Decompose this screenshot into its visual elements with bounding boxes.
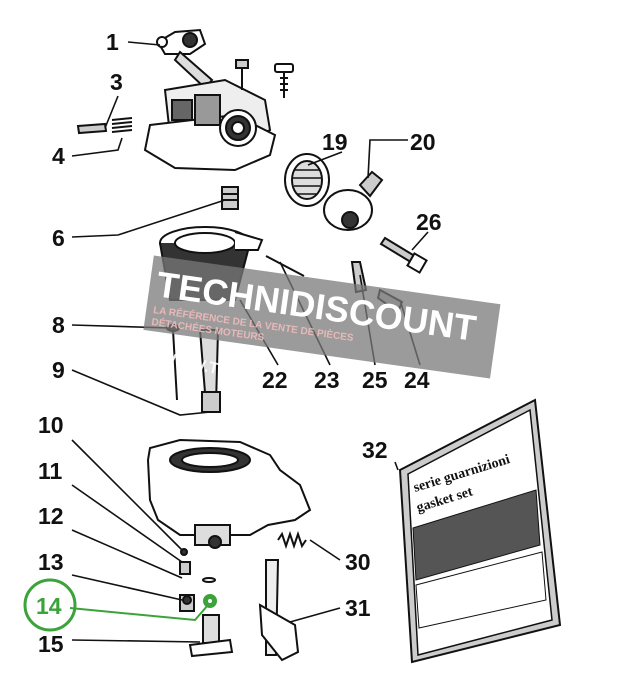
callout-23: 23 (314, 367, 340, 393)
callout-4: 4 (52, 143, 65, 169)
callout-6: 6 (52, 225, 65, 251)
part-3-idle-screw (76, 117, 133, 135)
callout-1: 1 (106, 29, 119, 55)
callout-3: 3 (110, 69, 123, 95)
part-carburetor-top-body (143, 59, 277, 172)
callout-24: 24 (404, 367, 430, 393)
callout-15: 15 (38, 631, 64, 657)
callout-31: 31 (345, 595, 371, 621)
part-13-drain-screw (179, 594, 195, 612)
gasket-set-card: serie guarnizioni gasket set (398, 398, 562, 664)
callout-8: 8 (52, 312, 65, 338)
callout-numbers: 1 3 4 6 8 9 10 11 12 13 14 15 19 20 22 2… (36, 29, 442, 657)
highlight-circle-14 (23, 578, 77, 632)
part-20-banjo-fitting (323, 170, 384, 231)
callout-9: 9 (52, 357, 65, 383)
callout-22: 22 (262, 367, 288, 393)
part-11-small-jet (180, 548, 188, 556)
part-carburetor-bowl-body (146, 438, 312, 549)
callout-19: 19 (322, 129, 348, 155)
callout-13: 13 (38, 549, 64, 575)
part-screw-top (274, 63, 294, 98)
callout-11: 11 (38, 458, 63, 484)
part-15-shaft (188, 614, 234, 658)
part-6-jet (221, 186, 239, 210)
callout-12: 12 (38, 503, 64, 529)
callout-20: 20 (410, 129, 436, 155)
part-30-spring (277, 530, 307, 550)
callout-14: 14 (36, 593, 62, 619)
part-31-throttle-lever (258, 559, 300, 662)
callout-26: 26 (416, 209, 442, 235)
callout-10: 10 (38, 412, 64, 438)
callout-32: 32 (362, 437, 388, 463)
part-14-gasket-seal (203, 594, 217, 608)
callout-25: 25 (362, 367, 388, 393)
part-1-throttle-lever (156, 28, 214, 90)
leader-line-14 (69, 604, 209, 622)
part-washer (202, 577, 216, 583)
part-12-main-jet (179, 561, 191, 575)
part-23-float-pin (265, 255, 305, 277)
leader-lines (71, 41, 429, 643)
part-19-filter-screen (284, 153, 330, 207)
callout-30: 30 (345, 549, 371, 575)
part-26-banjo-bolt (379, 236, 428, 274)
